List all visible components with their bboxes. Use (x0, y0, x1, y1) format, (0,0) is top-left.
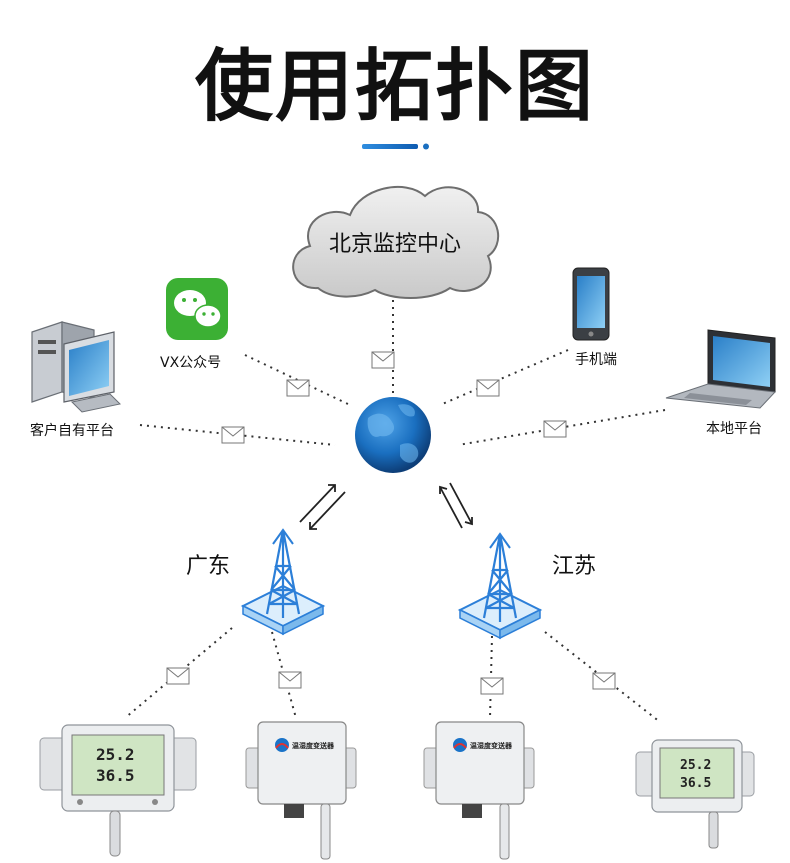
globe-icon (355, 397, 431, 473)
mobile-phone-icon (572, 267, 610, 341)
transmitter-box-device-left: 温湿度变送器 (245, 721, 357, 860)
lcd-sensor-device-left: 25.2 36.5 (39, 724, 197, 857)
svg-text:温湿度变送器: 温湿度变送器 (292, 741, 335, 750)
page-title: 使用拓扑图 (194, 42, 595, 132)
svg-text:25.2: 25.2 (680, 758, 711, 773)
laptop-icon (665, 329, 777, 409)
svg-text:温湿度变送器: 温湿度变送器 (470, 741, 513, 750)
message-envelope-icon (371, 351, 395, 369)
cloud-label: 北京监控中心 (329, 232, 462, 257)
sync-arrows-left-icon (299, 484, 346, 530)
wechat-label: VX公众号 (160, 355, 222, 371)
message-envelope-icon (592, 672, 616, 690)
message-envelope-icon (286, 379, 310, 397)
message-envelope-icon (476, 379, 500, 397)
mobile-label: 手机端 (575, 352, 617, 368)
title-underline (362, 144, 418, 149)
message-envelope-icon (278, 671, 302, 689)
customer-platform-label: 客户自有平台 (30, 423, 114, 439)
local-platform-label: 本地平台 (706, 421, 762, 437)
message-envelope-icon (480, 677, 504, 695)
desktop-computer-icon (31, 321, 122, 413)
message-envelope-icon (543, 420, 567, 438)
message-envelope-icon (166, 667, 190, 685)
lcd-sensor-device-right: 25.2 36.5 (635, 739, 755, 849)
base-station-tower-icon (241, 528, 325, 636)
message-envelope-icon (221, 426, 245, 444)
cloud-icon (292, 185, 500, 299)
svg-text:36.5: 36.5 (96, 766, 135, 785)
svg-text:25.2: 25.2 (96, 745, 135, 764)
sync-arrows-right-icon (439, 482, 473, 529)
transmitter-box-device-right: 温湿度变送器 (423, 721, 535, 860)
region-label-guangdong: 广东 (186, 554, 231, 579)
svg-text:36.5: 36.5 (680, 776, 711, 791)
base-station-tower-icon (458, 532, 542, 640)
region-label-jiangsu: 江苏 (552, 554, 597, 579)
title-underline-dot (423, 143, 429, 150)
wechat-icon (166, 278, 228, 340)
